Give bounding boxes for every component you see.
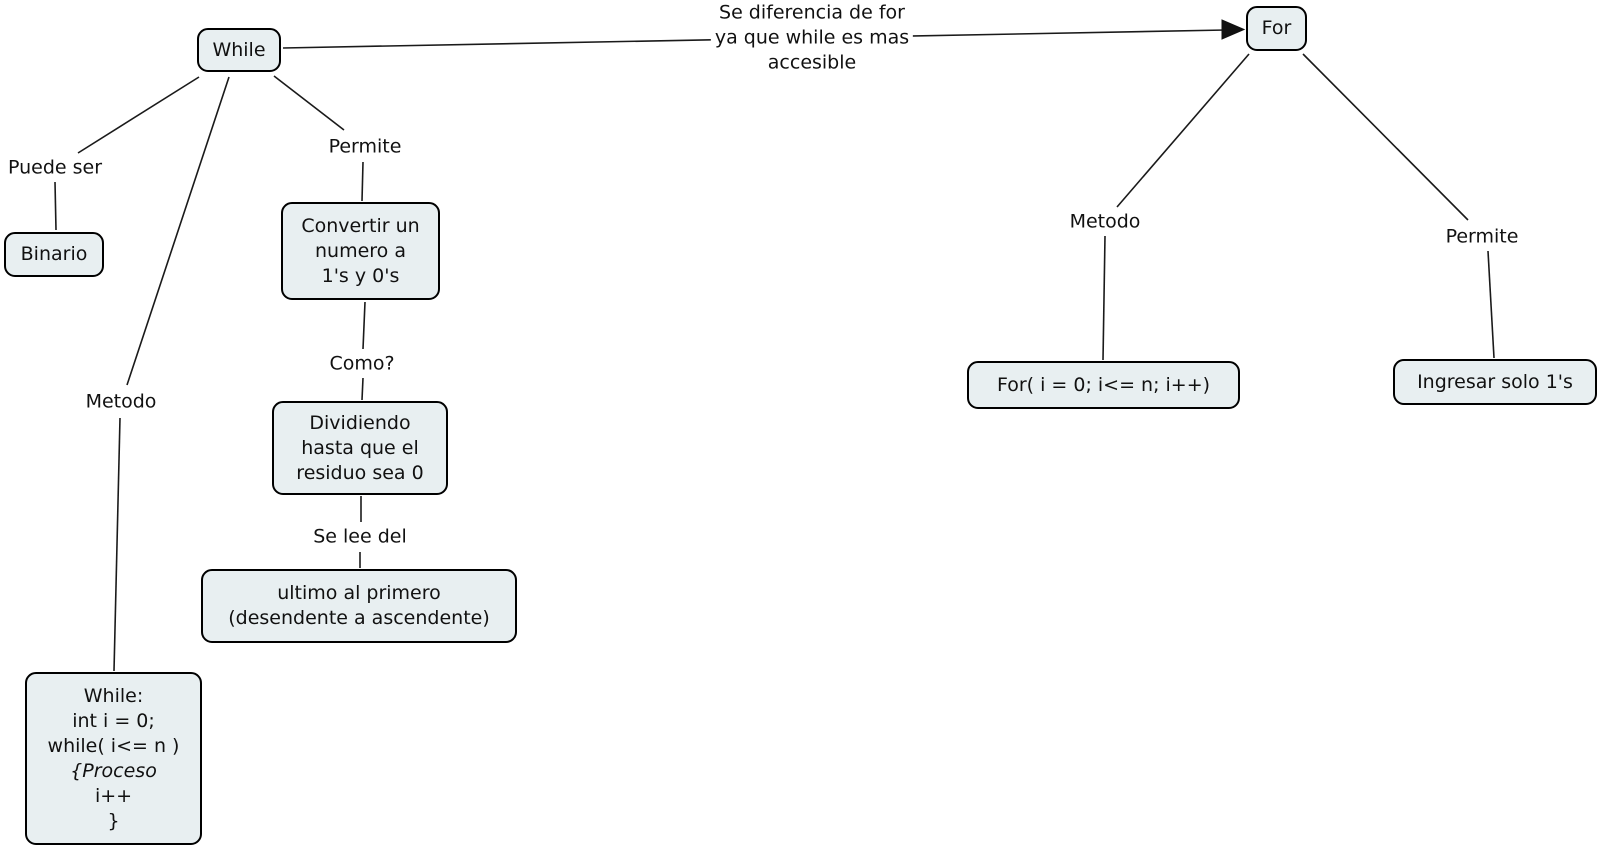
node-while-codigo-text: while( i<= n ) <box>47 734 180 757</box>
node-while-codigo-text: {Proceso <box>70 759 157 782</box>
link-label-metodo-der[interactable]: Metodo <box>1065 209 1145 235</box>
node-while-codigo-text: While: <box>83 684 144 707</box>
node-while-codigo-text: i++ <box>94 784 133 807</box>
connector-line-permite-der-ingresar-solo-1s <box>1487 250 1495 359</box>
link-label-se-lee-del[interactable]: Se lee del <box>309 524 411 550</box>
link-label-permite-izq-text: Permite <box>328 135 402 158</box>
link-label-se-diferencia-text: Se diferencia de for <box>719 1 905 24</box>
link-label-metodo-izq-text: Metodo <box>85 390 157 413</box>
connector-line-como-dividiendo <box>361 377 364 401</box>
node-for[interactable]: For <box>1246 6 1307 51</box>
node-for-codigo-text: For( i = 0; i<= n; i++) <box>996 373 1211 396</box>
node-for-text: For <box>1261 17 1292 39</box>
link-label-se-lee-del-text: Se lee del <box>313 525 407 548</box>
connector-line-convertir-un-numero-como <box>362 301 366 350</box>
link-label-como-text: Como? <box>329 352 395 375</box>
connector-line-for-permite-der <box>1302 53 1469 221</box>
node-ultimo-al-primero-text: (desendente a ascendente) <box>228 607 490 629</box>
node-dividiendo-text: hasta que el <box>301 436 419 459</box>
node-convertir-un-numero-text: Convertir un <box>301 214 420 237</box>
connector-line-while-permite-izq <box>273 75 345 131</box>
connector-line-permite-izq-convertir-un-numero <box>361 161 364 202</box>
link-label-permite-izq[interactable]: Permite <box>324 134 406 160</box>
link-label-puede-ser[interactable]: Puede ser <box>3 155 107 181</box>
arrowhead-icon <box>1221 19 1246 40</box>
node-for-codigo[interactable]: For( i = 0; i<= n; i++) <box>967 361 1240 409</box>
link-label-metodo-der-text: Metodo <box>1069 210 1141 233</box>
link-label-se-diferencia-text: accesible <box>767 51 857 74</box>
connector-line-while-metodo-izq <box>126 76 230 386</box>
node-while[interactable]: While <box>197 28 281 72</box>
connector-line-puede-ser-binario <box>54 181 57 231</box>
link-label-metodo-izq[interactable]: Metodo <box>81 389 161 415</box>
node-convertir-un-numero-text: 1's y 0's <box>321 264 400 287</box>
node-convertir-un-numero-text: numero a <box>315 239 406 262</box>
link-label-puede-ser-text: Puede ser <box>7 156 103 179</box>
link-label-se-diferencia-text: ya que while es mas <box>714 26 910 49</box>
node-binario-text: Binario <box>20 243 88 265</box>
connector-line-while-puede-ser <box>77 76 200 154</box>
node-while-codigo-text: } <box>107 809 120 832</box>
link-label-como[interactable]: Como? <box>325 351 399 377</box>
node-while-codigo-text: int i = 0; <box>72 709 155 732</box>
node-dividiendo-text: Dividiendo <box>309 411 411 434</box>
link-label-permite-der[interactable]: Permite <box>1441 224 1523 250</box>
node-binario[interactable]: Binario <box>4 232 104 277</box>
node-while-text: While <box>212 38 266 61</box>
node-ultimo-al-primero-text: ultimo al primero <box>277 582 441 604</box>
link-label-permite-der-text: Permite <box>1445 225 1519 248</box>
node-ultimo-al-primero[interactable]: ultimo al primero (desendente a ascendent… <box>201 569 517 643</box>
node-dividiendo-text: residuo sea 0 <box>296 461 424 484</box>
connector-line-metodo-izq-while-codigo <box>113 417 121 672</box>
node-ingresar-solo-1s-text: Ingresar solo 1's <box>1417 370 1573 393</box>
connector-line-for-metodo-der <box>1116 53 1250 208</box>
node-ingresar-solo-1s[interactable]: Ingresar solo 1's <box>1393 359 1597 405</box>
connector-line-metodo-der-for-codigo <box>1102 235 1106 361</box>
